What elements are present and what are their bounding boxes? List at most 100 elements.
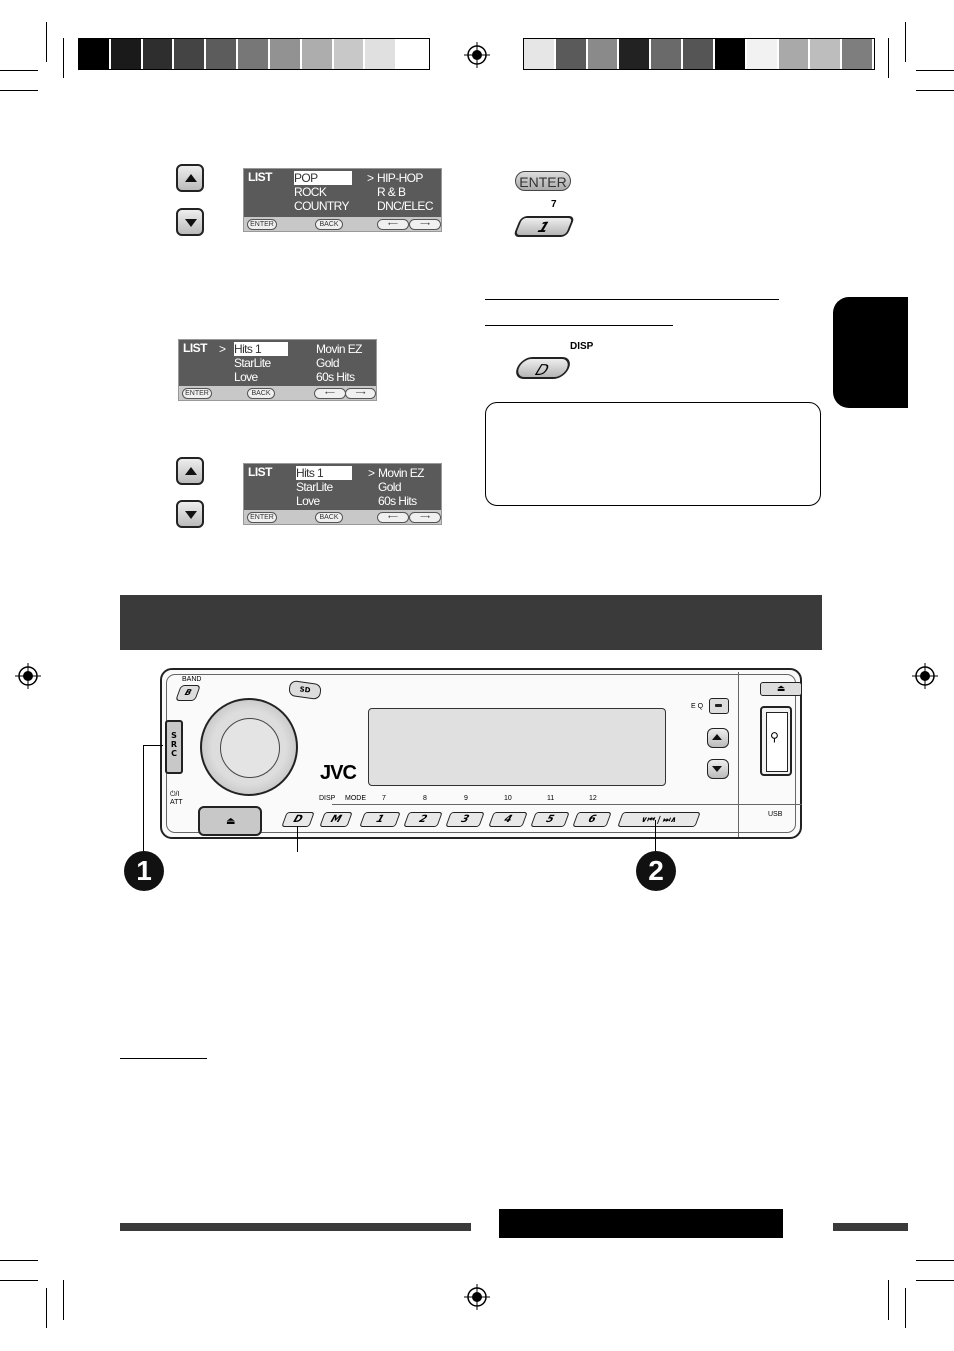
list-item[interactable]: ROCK [294, 185, 327, 199]
color-swatch [746, 39, 779, 69]
usb-icon: ⚲ [770, 730, 779, 744]
triangle-down-icon [185, 511, 197, 519]
src-letter: C [171, 749, 177, 758]
callout-leader-line [143, 745, 163, 746]
lcd-title: LIST [248, 465, 273, 479]
triangle-up-icon [712, 734, 722, 740]
list-item[interactable]: Movin EZ [316, 342, 362, 356]
preset-key-2[interactable]: 2 [403, 812, 443, 827]
back-pill: BACK [247, 388, 275, 399]
disp-button[interactable]: D [512, 357, 574, 379]
seek-skip-button[interactable]: ∨⏮ | ⏭∧ [617, 812, 701, 827]
registration-mark-icon [912, 663, 938, 689]
cursor-indicator: > [367, 171, 374, 185]
list-item[interactable]: DNC/ELEC [377, 199, 433, 213]
lcd-footer: ENTER BACK ⟵ ⟶ [244, 510, 441, 524]
preset-number-label: 9 [464, 795, 468, 802]
cursor-indicator: > [368, 466, 375, 480]
down-button[interactable] [176, 500, 204, 528]
disp-label: DISP [570, 341, 594, 352]
eject-detach-button[interactable]: ⏏ [198, 806, 262, 836]
preset-key-3[interactable]: 3 [445, 812, 485, 827]
list-item[interactable]: Love [296, 494, 320, 508]
list-item[interactable]: 60s Hits [378, 494, 417, 508]
lcd-title: LIST [248, 170, 273, 184]
list-item[interactable]: StarLite [296, 480, 333, 494]
preset-key-4[interactable]: 4 [488, 812, 528, 827]
list-item[interactable]: COUNTRY [294, 199, 350, 213]
list-item[interactable]: Love [234, 370, 258, 384]
usb-port[interactable]: ⚲ [760, 706, 792, 776]
list-item[interactable]: Hits 1 [296, 466, 352, 480]
list-item[interactable]: Gold [316, 356, 340, 370]
list-item[interactable]: Movin EZ [378, 466, 424, 480]
color-swatch [174, 39, 207, 69]
preset-number-label: 7 [382, 795, 386, 802]
color-swatch [397, 39, 429, 69]
knob-center [220, 718, 280, 778]
up-button[interactable] [707, 728, 729, 748]
left-arrow-icon: ⟵ [377, 219, 409, 230]
src-letter: S [171, 731, 177, 740]
registration-mark-icon [15, 663, 41, 689]
color-swatch [269, 39, 302, 69]
usb-slot [766, 712, 788, 772]
volume-knob[interactable] [200, 698, 298, 796]
triangle-down-icon [712, 766, 722, 772]
lcd-footer: ENTER BACK ⟵ ⟶ [244, 217, 441, 231]
registration-mark-icon [464, 42, 490, 68]
eq-label: EQ [691, 703, 706, 710]
mode-label: MODE [345, 795, 366, 802]
lcd-title: LIST [183, 341, 208, 355]
preset-key-1[interactable]: 1 [359, 812, 401, 827]
eq-button[interactable] [709, 698, 729, 714]
rule-line [485, 299, 779, 300]
footer-bar-right [833, 1223, 908, 1231]
disp-key[interactable]: D [281, 812, 315, 827]
front-eject-button[interactable]: ⏏ [760, 682, 802, 696]
down-button[interactable] [707, 759, 729, 779]
right-arrow-icon: ⟶ [409, 219, 441, 230]
list-item[interactable]: POP [294, 171, 352, 185]
right-arrow-icon: ⟶ [345, 388, 376, 399]
preset-number-label: 12 [589, 795, 597, 802]
registration-mark-icon [464, 1284, 490, 1310]
src-button[interactable]: S R C [165, 720, 183, 774]
color-bar-left [78, 38, 430, 70]
callout-number-1: 1 [124, 851, 164, 891]
usb-label: USB [768, 811, 783, 818]
color-swatch [206, 39, 239, 69]
color-swatch [587, 39, 620, 69]
list-item[interactable]: StarLite [234, 356, 271, 370]
color-swatch [555, 39, 588, 69]
color-swatch [619, 39, 652, 69]
enter-button[interactable]: ENTER [515, 171, 571, 191]
usb-section-divider [738, 672, 739, 837]
preset-key-6[interactable]: 6 [572, 812, 612, 827]
list-item[interactable]: Gold [378, 480, 402, 494]
color-swatch [142, 39, 175, 69]
callout-leader-line [297, 826, 298, 852]
band-label: BAND [182, 676, 202, 683]
car-stereo-faceplate: BAND B SD S R C ⏻/I ATT ⏏ JVC DISP MODE … [160, 668, 802, 839]
up-button[interactable] [176, 457, 204, 485]
list-item[interactable]: R & B [377, 185, 406, 199]
preset-number-label: 7 [551, 199, 557, 210]
lcd-display-station-list: LIST Hits 1 StarLite Love > Movin EZ Gol… [243, 463, 442, 525]
lcd-display-station-list: LIST > Hits 1 StarLite Love Movin EZ Gol… [178, 339, 377, 401]
up-button[interactable] [176, 164, 204, 192]
list-item[interactable]: 60s Hits [316, 370, 355, 384]
enter-pill: ENTER [247, 219, 277, 230]
prev-track-icon: ∨⏮ [639, 815, 657, 824]
triangle-down-icon [185, 219, 197, 227]
list-item[interactable]: HIP-HOP [377, 171, 423, 185]
preset-key-5[interactable]: 5 [530, 812, 570, 827]
callout-leader-line [143, 745, 144, 853]
preset-number-label: 11 [547, 795, 555, 802]
mode-key[interactable]: M [319, 812, 353, 827]
power-label: ⏻/I [170, 791, 180, 798]
lcd-display-genre-list: LIST POP ROCK COUNTRY > HIP-HOP R & B DN… [243, 168, 442, 232]
list-item[interactable]: Hits 1 [234, 342, 288, 356]
down-button[interactable] [176, 208, 204, 236]
preset-one-button[interactable]: 1 [512, 216, 576, 237]
